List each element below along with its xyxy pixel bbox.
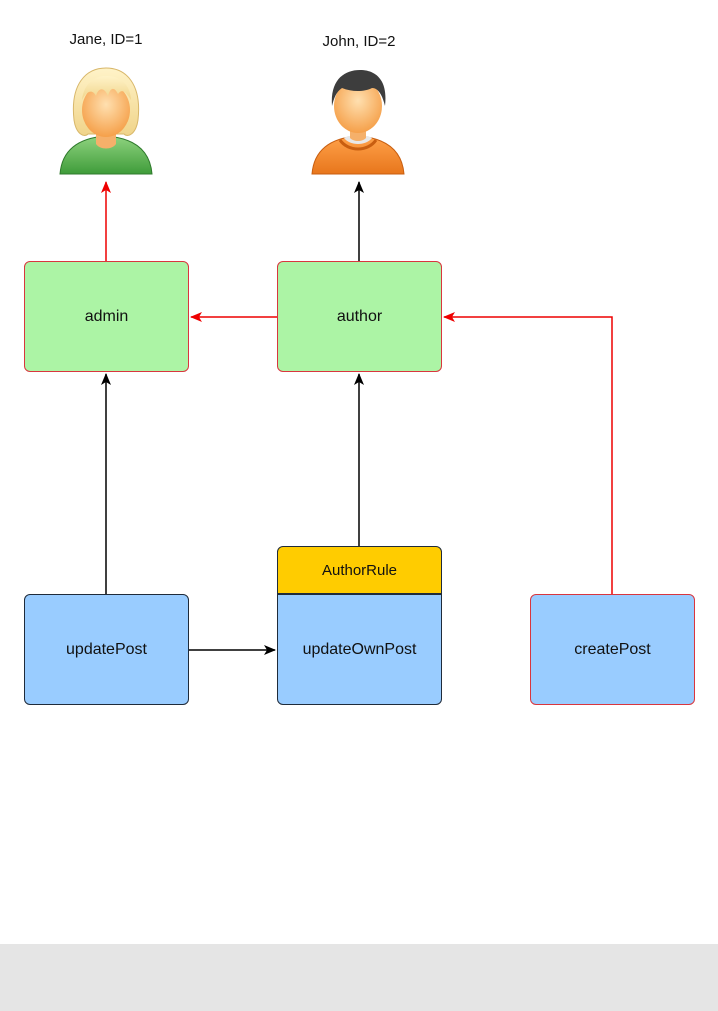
permission-node-updateownpost[interactable]: updateOwnPost (277, 594, 442, 705)
rule-node-authorrule[interactable]: AuthorRule (277, 546, 442, 594)
female-user-icon (59, 67, 153, 175)
footer-bar (0, 944, 718, 1011)
edge-createpost-to-author (443, 312, 613, 594)
permission-label-updatepost: updatePost (66, 640, 147, 658)
role-label-author: author (336, 307, 383, 325)
permission-label-updateownpost: updateOwnPost (302, 640, 417, 658)
permission-node-createpost[interactable]: createPost (530, 594, 695, 705)
rule-label-authorrule: AuthorRule (321, 561, 398, 579)
user-label-jane: Jane, ID=1 (69, 31, 143, 48)
role-label-admin: admin (84, 307, 129, 325)
permission-node-updatepost[interactable]: updatePost (24, 594, 189, 705)
user-label-john: John, ID=2 (322, 33, 396, 50)
permission-label-createpost: createPost (574, 640, 651, 658)
role-node-author[interactable]: author (277, 261, 442, 372)
role-node-admin[interactable]: admin (24, 261, 189, 372)
male-user-icon (311, 70, 405, 175)
